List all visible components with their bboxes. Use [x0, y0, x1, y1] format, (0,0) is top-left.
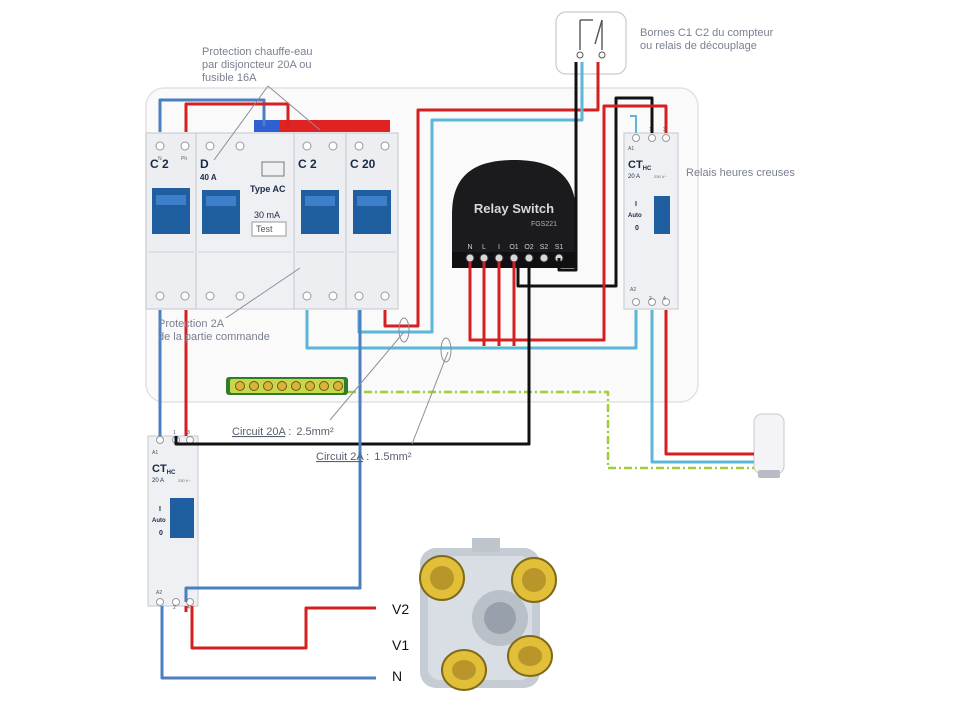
- meter-terminals-box: [555, 11, 627, 75]
- breaker-c2-mid-rating: C 2: [298, 157, 317, 171]
- breaker-c2-left-term-n: N: [158, 156, 162, 162]
- diff-sensitivity: 30 mA: [254, 210, 280, 220]
- meter-terminals-line-2: ou relais de découplage: [640, 40, 757, 52]
- contactor-lower-term-a2: A2: [156, 590, 162, 596]
- breaker-c2-left: [145, 132, 197, 310]
- contactor-lower-voltage: 230 V~: [178, 478, 191, 483]
- breaker-c2-mid: [293, 132, 347, 310]
- relay-pin-n: N: [467, 244, 472, 251]
- vmc-output-v1: V1: [392, 637, 409, 653]
- relay-switch-title: Relay Switch: [474, 201, 554, 216]
- contactor-lower-term-1: 1: [173, 430, 176, 436]
- wire-heater-neutral: [650, 310, 754, 464]
- earth-terminal-block: [226, 377, 348, 395]
- heater-protection-line-3: fusible 16A: [202, 72, 257, 84]
- phase-comb-bar: [280, 120, 390, 132]
- circuit-20a-label: Circuit 20A :2.5mm²: [232, 426, 334, 438]
- contactor-panel-term-1: 1: [649, 127, 652, 133]
- control-protection-line-2: de la partie commande: [158, 331, 270, 343]
- contactor-panel-term-a2: A2: [630, 287, 636, 293]
- diff-rating: D: [200, 157, 209, 171]
- heater-protection-line-2: par disjoncteur 20A ou: [202, 59, 311, 71]
- vmc-output-v2: V2: [392, 601, 409, 617]
- differential-switch: [195, 132, 295, 310]
- contactor-lower-mode-i: I: [159, 506, 161, 513]
- diff-test-button: Test: [256, 224, 273, 234]
- offpeak-relay-label: Relais heures creuses: [686, 167, 795, 179]
- relay-pin-o2: O2: [524, 244, 533, 251]
- contactor-panel-voltage: 230 V~: [654, 174, 667, 179]
- contactor-panel-term-4: 4: [663, 296, 666, 302]
- breaker-c2-left-rating: C 2: [150, 157, 169, 171]
- breaker-c2-left-term-ph: Ph: [181, 156, 187, 162]
- wires-layer: [158, 62, 754, 680]
- diff-type: Type AC: [250, 184, 286, 194]
- relay-pin-i: I: [498, 244, 500, 251]
- contactor-lower-term-2: 2: [173, 605, 176, 611]
- relay-pin-s2: S2: [540, 244, 549, 251]
- leader-lines: [213, 85, 452, 445]
- relay-pin-s1: S1: [555, 244, 564, 251]
- contactor-lower-term-a1: A1: [152, 450, 158, 456]
- labels: Protection chauffe-eau par disjoncteur 2…: [150, 27, 795, 684]
- wire-contactor-top-red: [468, 104, 668, 342]
- contactor-panel-brand: CTHC: [628, 159, 652, 172]
- contactor-lower-mode-auto: Auto: [152, 518, 166, 524]
- heater-protection-line-1: Protection chauffe-eau: [202, 46, 312, 58]
- relay-pin-l: L: [482, 244, 486, 251]
- breaker-c20: [345, 132, 399, 310]
- wire-heater-phase: [664, 310, 754, 456]
- wire-contactor-top-black: [516, 96, 654, 288]
- wire-relay-s1-to-contactor: [557, 62, 578, 272]
- contactor-panel-term-3: 3: [663, 127, 666, 133]
- wire-earth-line: [348, 390, 754, 470]
- diff-sub: 40 A: [200, 173, 217, 182]
- wire-control-black-down: [174, 262, 531, 446]
- relay-switch-model: FGS221: [531, 221, 557, 228]
- control-protection-line-1: Protection 2A: [158, 318, 225, 330]
- vmc-output-n: N: [392, 668, 402, 684]
- wire-lower-neutral-right: [184, 310, 362, 602]
- contactor-lower-term-4: 4: [187, 605, 190, 611]
- contactor-panel-mode-i: I: [635, 201, 637, 208]
- wire-n-blue: [160, 606, 376, 680]
- meter-terminals-line-1: Bornes C1 C2 du compteur: [640, 27, 774, 39]
- breaker-c20-rating: C 20: [350, 157, 376, 171]
- contactor-panel: [623, 132, 679, 310]
- contactor-panel-mode-0: 0: [635, 225, 639, 232]
- contactor-panel-rating: 20 A: [628, 174, 640, 180]
- contactor-lower-rating: 20 A: [152, 478, 164, 484]
- wire-black-to-contactor: [563, 262, 566, 267]
- vmc-unit: [419, 538, 557, 691]
- circuit-2a-label: Circuit 2A :1.5mm²: [316, 451, 412, 463]
- contactor-lower-term-3: 3: [187, 430, 190, 436]
- contactor-panel-mode-auto: Auto: [628, 213, 642, 219]
- wire-neutral-in-top: [158, 98, 266, 132]
- relay-pin-o1: O1: [509, 244, 518, 251]
- neutral-comb-bar: [254, 120, 280, 132]
- wire-v2-red: [190, 606, 376, 650]
- contactor-panel-term-a1: A1: [628, 146, 634, 152]
- wire-phase-in-top: [184, 102, 290, 132]
- wire-neutral-light-bus: [305, 310, 638, 350]
- contactor-lower-brand: CTHC: [152, 463, 176, 476]
- contactor-lower-mode-0: 0: [159, 530, 163, 537]
- wire-phase-to-relay: [383, 62, 600, 328]
- contactor-panel-term-2: 2: [649, 296, 652, 302]
- water-heater-connection: [753, 413, 785, 478]
- wire-neutral-light-contactor-top: [630, 115, 637, 133]
